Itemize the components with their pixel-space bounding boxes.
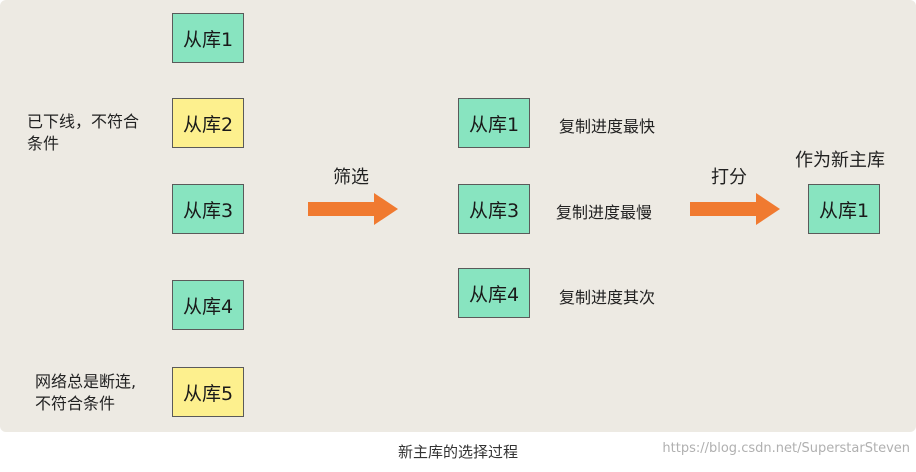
note-offline-line1: 已下线，不符合 [27, 112, 140, 131]
result-heading: 作为新主库 [795, 150, 885, 171]
mid-replica-3-progress: 复制进度最慢 [556, 203, 653, 222]
mid-replica-3: 从库3 [458, 184, 530, 234]
note-offline-line2: 条件 [27, 134, 60, 153]
score-arrow-icon [690, 193, 780, 225]
mid-replica-1-progress: 复制进度最快 [559, 117, 656, 136]
note-offline: 已下线，不符合 条件 [27, 111, 139, 155]
diagram-panel: 从库1 从库2 从库3 从库4 从库5 已下线，不符合 条件 网络总是断连, 不… [0, 0, 916, 432]
filter-arrow-icon [308, 193, 398, 225]
filter-label: 筛选 [333, 167, 369, 188]
left-replica-4: 从库4 [172, 280, 244, 330]
left-replica-3: 从库3 [172, 184, 244, 234]
diagram-caption: 新主库的选择过程 [397, 443, 518, 461]
left-replica-2: 从库2 [172, 98, 244, 148]
score-label: 打分 [711, 167, 747, 188]
mid-replica-1: 从库1 [458, 98, 530, 148]
left-replica-5: 从库5 [172, 367, 244, 417]
new-master-replica: 从库1 [808, 184, 880, 234]
note-disconnect-line2: 不符合条件 [35, 394, 116, 413]
watermark: https://blog.csdn.net/SuperstarSteven [662, 441, 910, 456]
mid-replica-4: 从库4 [458, 268, 530, 318]
left-replica-1: 从库1 [172, 13, 244, 63]
note-disconnect-line1: 网络总是断连, [35, 372, 137, 391]
note-disconnect: 网络总是断连, 不符合条件 [35, 371, 136, 415]
mid-replica-4-progress: 复制进度其次 [559, 288, 656, 307]
